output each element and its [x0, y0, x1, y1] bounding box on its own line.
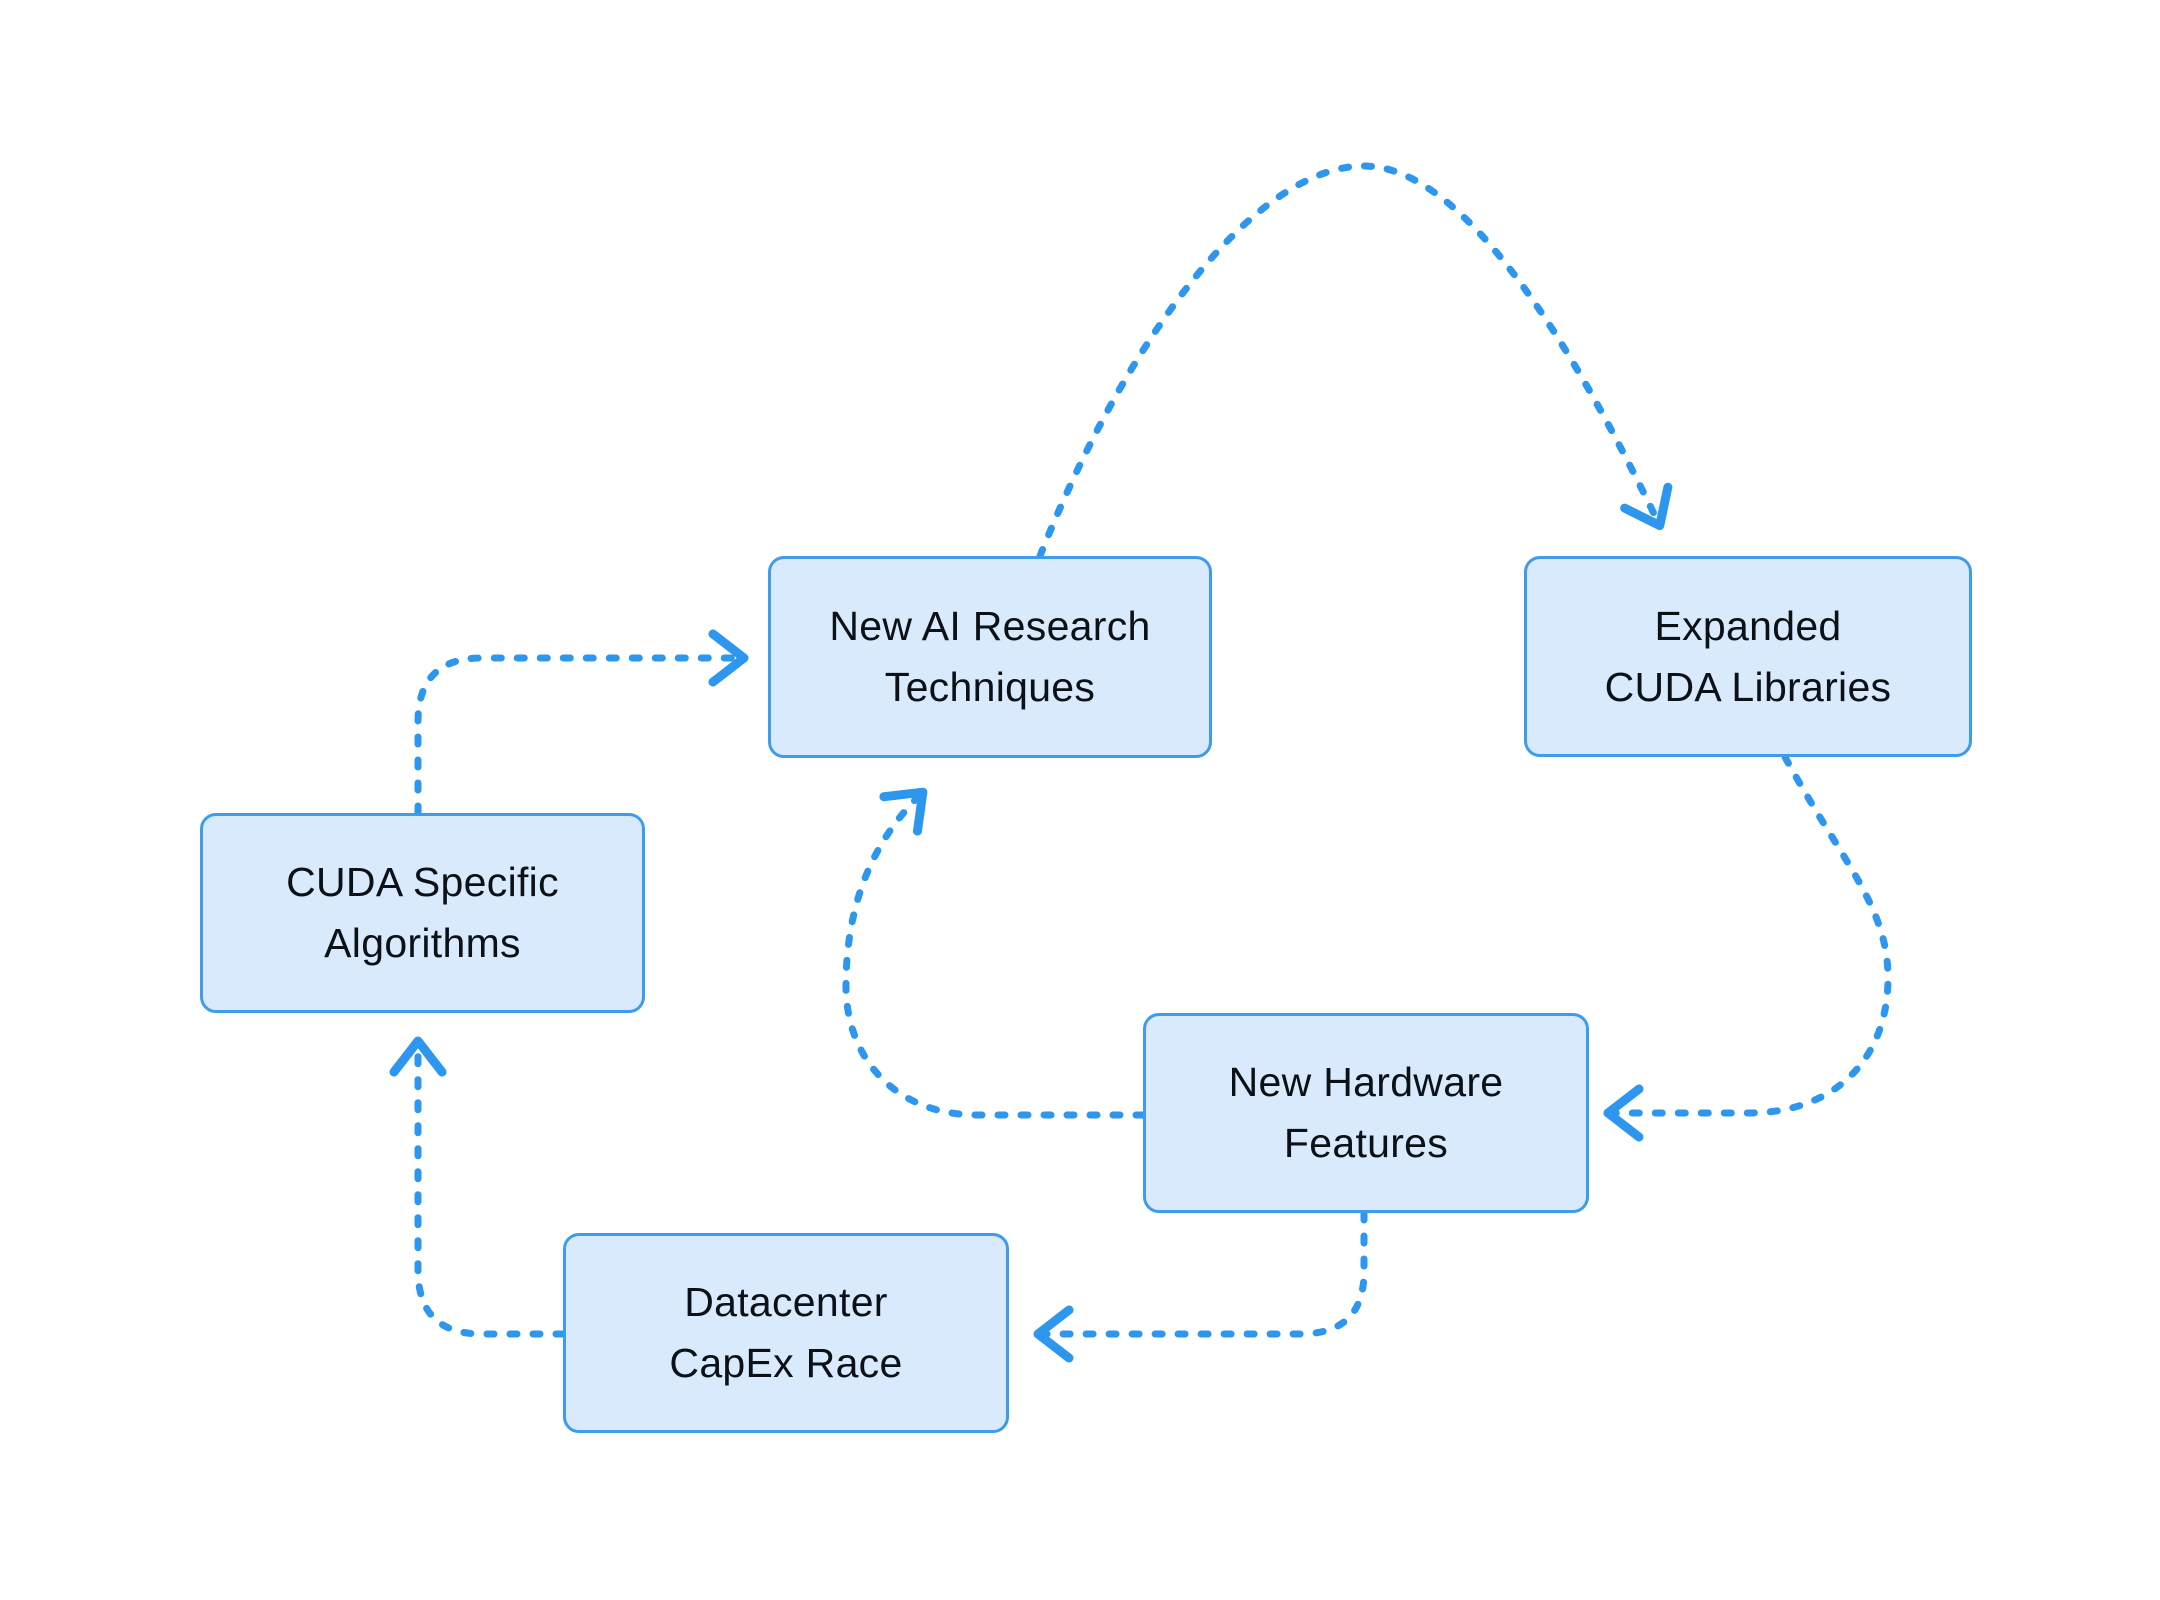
node-expanded-cuda-libraries: Expanded CUDA Libraries [1524, 556, 1972, 757]
node-label: New Hardware Features [1228, 1059, 1504, 1166]
node-label: CUDA Specific Algorithms [286, 859, 559, 966]
arrow-capex-to-algorithms [389, 1036, 567, 1338]
node-label: Datacenter CapEx Race [669, 1279, 903, 1386]
node-datacenter-capex-race: Datacenter CapEx Race [563, 1233, 1009, 1433]
arrow-hardware-to-research [842, 787, 1147, 1119]
node-new-hardware-features: New Hardware Features [1143, 1013, 1589, 1213]
arrow-hardware-to-capex [1033, 1209, 1368, 1363]
node-new-ai-research-techniques: New AI Research Techniques [768, 556, 1212, 758]
arrow-algorithms-to-research [414, 629, 749, 817]
arrow-libraries-to-hardware [1603, 753, 1892, 1142]
node-label: New AI Research Techniques [829, 603, 1151, 710]
node-label: Expanded CUDA Libraries [1604, 602, 1892, 710]
node-cuda-specific-algorithms: CUDA Specific Algorithms [200, 813, 645, 1013]
arrow-research-to-libraries [1036, 162, 1673, 560]
